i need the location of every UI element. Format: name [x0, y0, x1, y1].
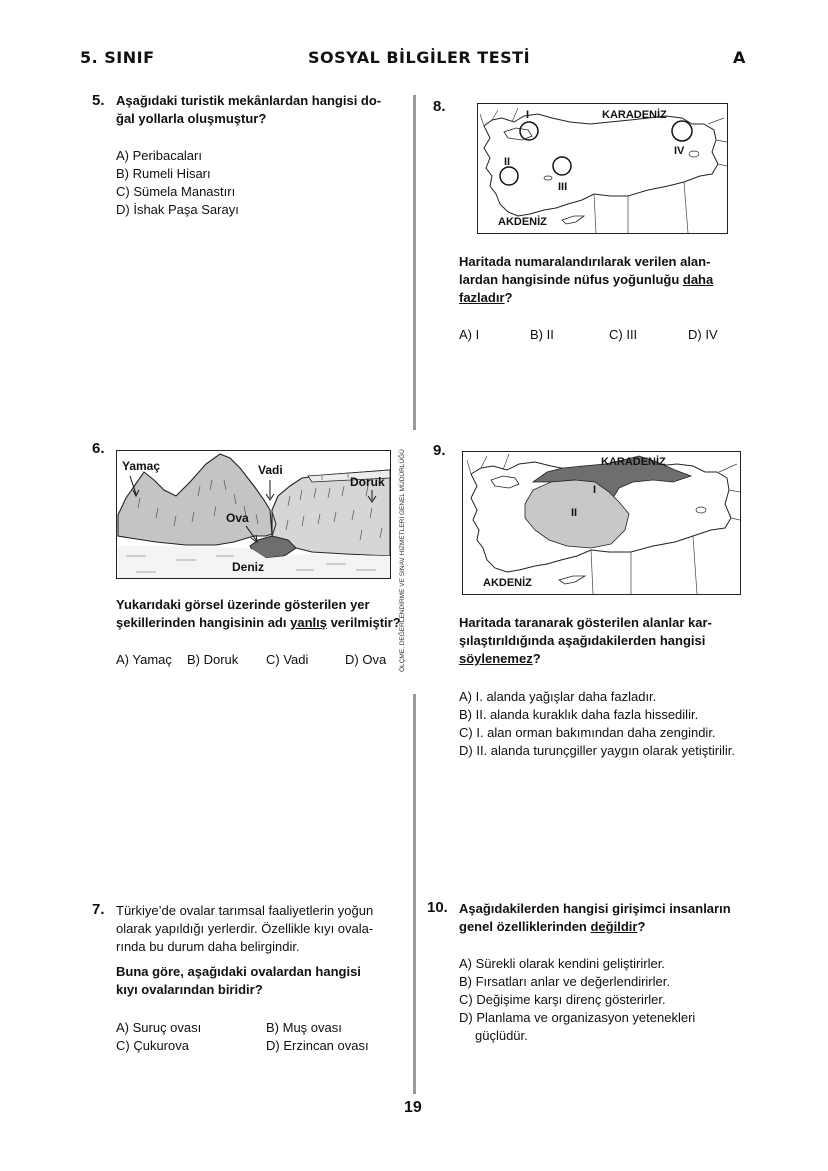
- question-number: 6.: [92, 440, 105, 457]
- question-text: Haritada taranarak gösterilen alanlar ka…: [459, 615, 712, 666]
- option-c[interactable]: C) I. alan orman bakımından daha zengind…: [459, 725, 716, 740]
- sea-label-akdeniz: AKDENİZ: [483, 576, 532, 589]
- label-yamac: Yamaç: [122, 459, 160, 473]
- question-number: 9.: [433, 442, 446, 459]
- question-text: Aşağıdakilerden hangisi girişimci insanl…: [459, 901, 731, 934]
- column-divider-bottom: [413, 694, 416, 1094]
- question-intro: Türkiye’de ovalar tarımsal faaliyetlerin…: [116, 903, 374, 954]
- region-label-i: I: [593, 484, 596, 496]
- answer-options: A) Sürekli olarak kendini geliştirirler.…: [459, 955, 695, 1045]
- label-doruk: Doruk: [350, 475, 385, 489]
- option-b[interactable]: B) Fırsatları anlar ve değerlendirirler.: [459, 974, 670, 989]
- page-number: 19: [404, 1099, 422, 1116]
- option-c[interactable]: C) III: [609, 327, 638, 342]
- region-label-ii: II: [504, 156, 510, 168]
- answer-options: A) I. alanda yağışlar daha fazladır. B) …: [459, 688, 735, 760]
- region-label-iv: IV: [674, 145, 685, 157]
- question-text: Aşağıdaki turistik mekânlardan hangisi d…: [116, 93, 382, 126]
- question-number: 10.: [427, 899, 448, 916]
- option-b[interactable]: B) Doruk: [187, 652, 239, 667]
- column-divider-top: [413, 95, 416, 430]
- label-deniz: Deniz: [232, 560, 264, 574]
- turkey-map-q9: I II KARADENİZ AKDENİZ: [462, 451, 741, 595]
- option-c[interactable]: C) Sümela Manastırı: [116, 184, 236, 199]
- option-d[interactable]: D) İshak Paşa Sarayı: [116, 202, 239, 217]
- answer-options: A) Suruç ovası B) Muş ovası C) Çukurova …: [116, 1019, 396, 1059]
- sea-label-karadeniz: KARADENİZ: [601, 455, 666, 468]
- option-a[interactable]: A) Yamaç: [116, 652, 172, 667]
- option-c[interactable]: C) Çukurova: [116, 1038, 189, 1053]
- option-a[interactable]: A) Sürekli olarak kendini geliştirirler.: [459, 956, 665, 971]
- answer-options: A) Peribacaları B) Rumeli Hisarı C) Süme…: [116, 147, 239, 219]
- option-b[interactable]: B) II. alanda kuraklık daha fazla hissed…: [459, 707, 699, 722]
- sea-label-akdeniz: AKDENİZ: [498, 215, 547, 228]
- label-vadi: Vadi: [258, 463, 283, 477]
- option-a[interactable]: A) I: [459, 327, 480, 342]
- turkey-map-q8: I II III IV KARADENİZ AKDENİZ: [477, 103, 728, 234]
- option-a[interactable]: A) Peribacaları: [116, 148, 202, 163]
- region-label-i: I: [526, 109, 529, 121]
- option-d[interactable]: D) Erzincan ovası: [266, 1038, 369, 1053]
- region-label-iii: III: [558, 181, 567, 193]
- test-title: SOSYAL BİLGİLER TESTİ: [308, 48, 531, 67]
- option-d[interactable]: D) Planlama ve organizasyon yetenekleri: [459, 1010, 696, 1025]
- option-c[interactable]: C) Değişime karşı direnç gösterirler.: [459, 992, 666, 1007]
- question-number: 8.: [433, 98, 446, 115]
- booklet-letter: A: [733, 48, 746, 67]
- option-d[interactable]: D) II. alanda turunçgiller yaygın olarak…: [459, 743, 736, 758]
- option-b[interactable]: B) Muş ovası: [266, 1020, 342, 1035]
- option-a[interactable]: A) Suruç ovası: [116, 1020, 202, 1035]
- grade-label: 5. SINIF: [80, 48, 155, 67]
- question-text: Haritada numaralandırılarak verilen alan…: [459, 254, 714, 305]
- option-b[interactable]: B) Rumeli Hisarı: [116, 166, 211, 181]
- landform-diagram: Yamaç Vadi Doruk Ova Deniz: [116, 450, 391, 579]
- option-c[interactable]: C) Vadi: [266, 652, 309, 667]
- question-number: 5.: [92, 92, 105, 109]
- sea-label-karadeniz: KARADENİZ: [602, 108, 667, 121]
- question-text: Buna göre, aşağıdaki ovalardan hangisi k…: [116, 964, 361, 997]
- question-number: 7.: [92, 901, 105, 918]
- region-label-ii: II: [571, 507, 577, 519]
- option-d[interactable]: D) IV: [688, 327, 718, 342]
- question-text: Yukarıdaki görsel üzerinde gösterilen ye…: [116, 597, 401, 630]
- option-b[interactable]: B) II: [530, 327, 554, 342]
- label-ova: Ova: [226, 511, 249, 525]
- side-institution-text: ÖLÇME, DEĞERLENDİRME VE SINAV HİZMETLERİ…: [399, 449, 406, 673]
- option-a[interactable]: A) I. alanda yağışlar daha fazladır.: [459, 689, 657, 704]
- option-d-continuation: güçlüdür.: [475, 1028, 528, 1043]
- option-d[interactable]: D) Ova: [345, 652, 387, 667]
